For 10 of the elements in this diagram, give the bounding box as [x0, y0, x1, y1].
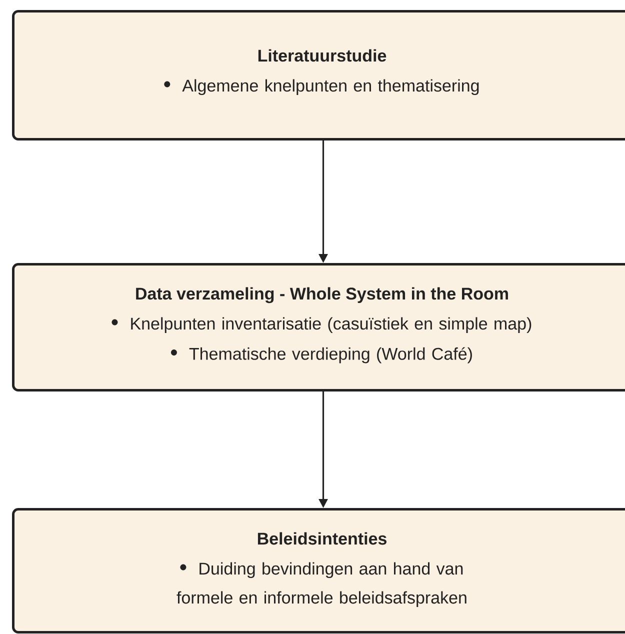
bullet-item: Duiding bevindingen aan hand van formele en informele beleidsafspraken — [176, 562, 466, 608]
box-heading: Literatuurstudie — [258, 49, 386, 62]
process-box — [12, 263, 625, 392]
bullet-item: Knelpunten inventarisatie (casuïstiek en simple map) — [112, 317, 532, 334]
bullet-item: Thematische verdieping (World Café) — [170, 347, 472, 364]
box-heading: Beleidsintenties — [258, 532, 386, 545]
process-box — [12, 508, 625, 634]
process-box — [12, 10, 625, 140]
bullet-item: Algemene knelpunten en thematisering — [164, 79, 479, 96]
box-heading: Data verzameling - Whole System in the Room — [136, 287, 508, 304]
